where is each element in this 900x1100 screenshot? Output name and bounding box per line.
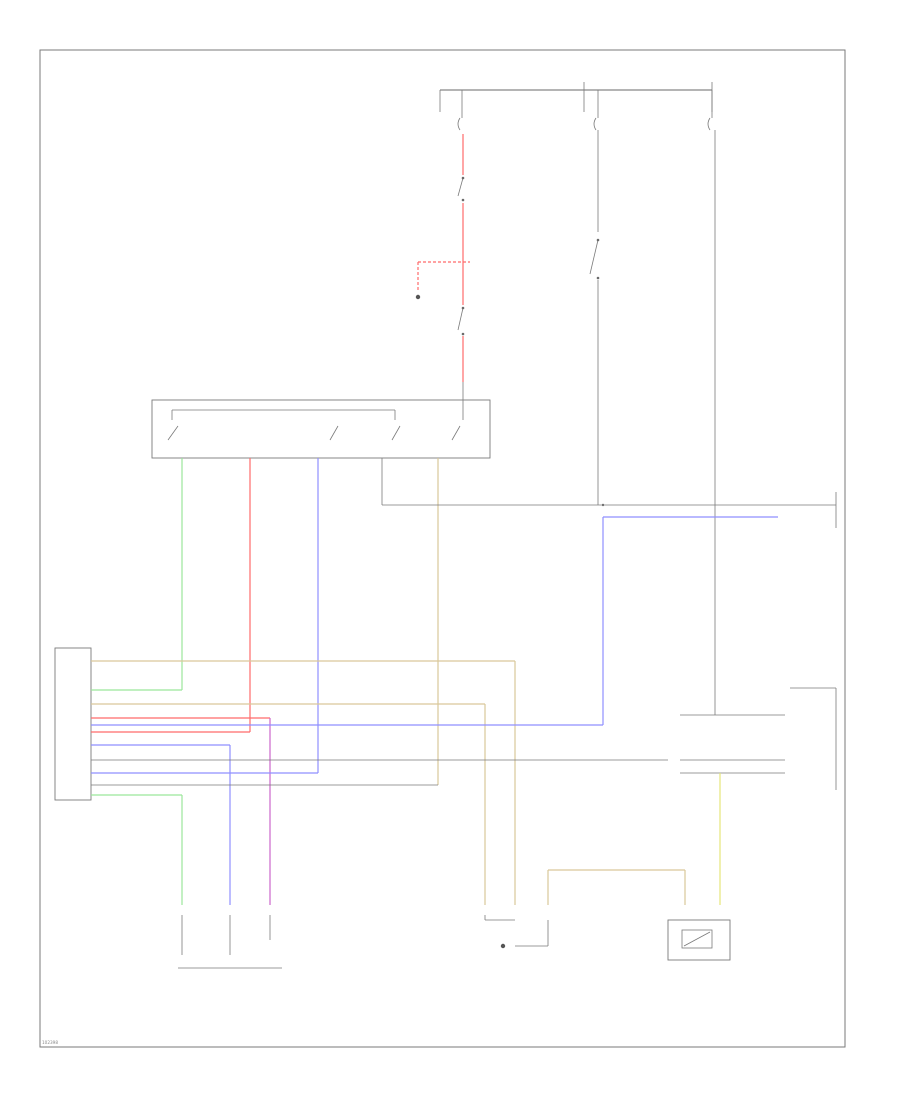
switch-icon [167, 425, 461, 441]
diagram-code: 102398 [42, 1040, 58, 1045]
cruise-control-module [54, 647, 92, 801]
brake-light-switch [457, 176, 465, 202]
fuse-1 [457, 90, 463, 131]
cruise-control-switch-box [151, 399, 491, 459]
diagram-border [39, 49, 846, 1048]
clutch-switch [457, 306, 465, 336]
ground-icon-2 [500, 943, 506, 949]
ground-icon [415, 294, 421, 300]
motor-icon [667, 919, 731, 961]
transmission-switch [589, 238, 600, 280]
